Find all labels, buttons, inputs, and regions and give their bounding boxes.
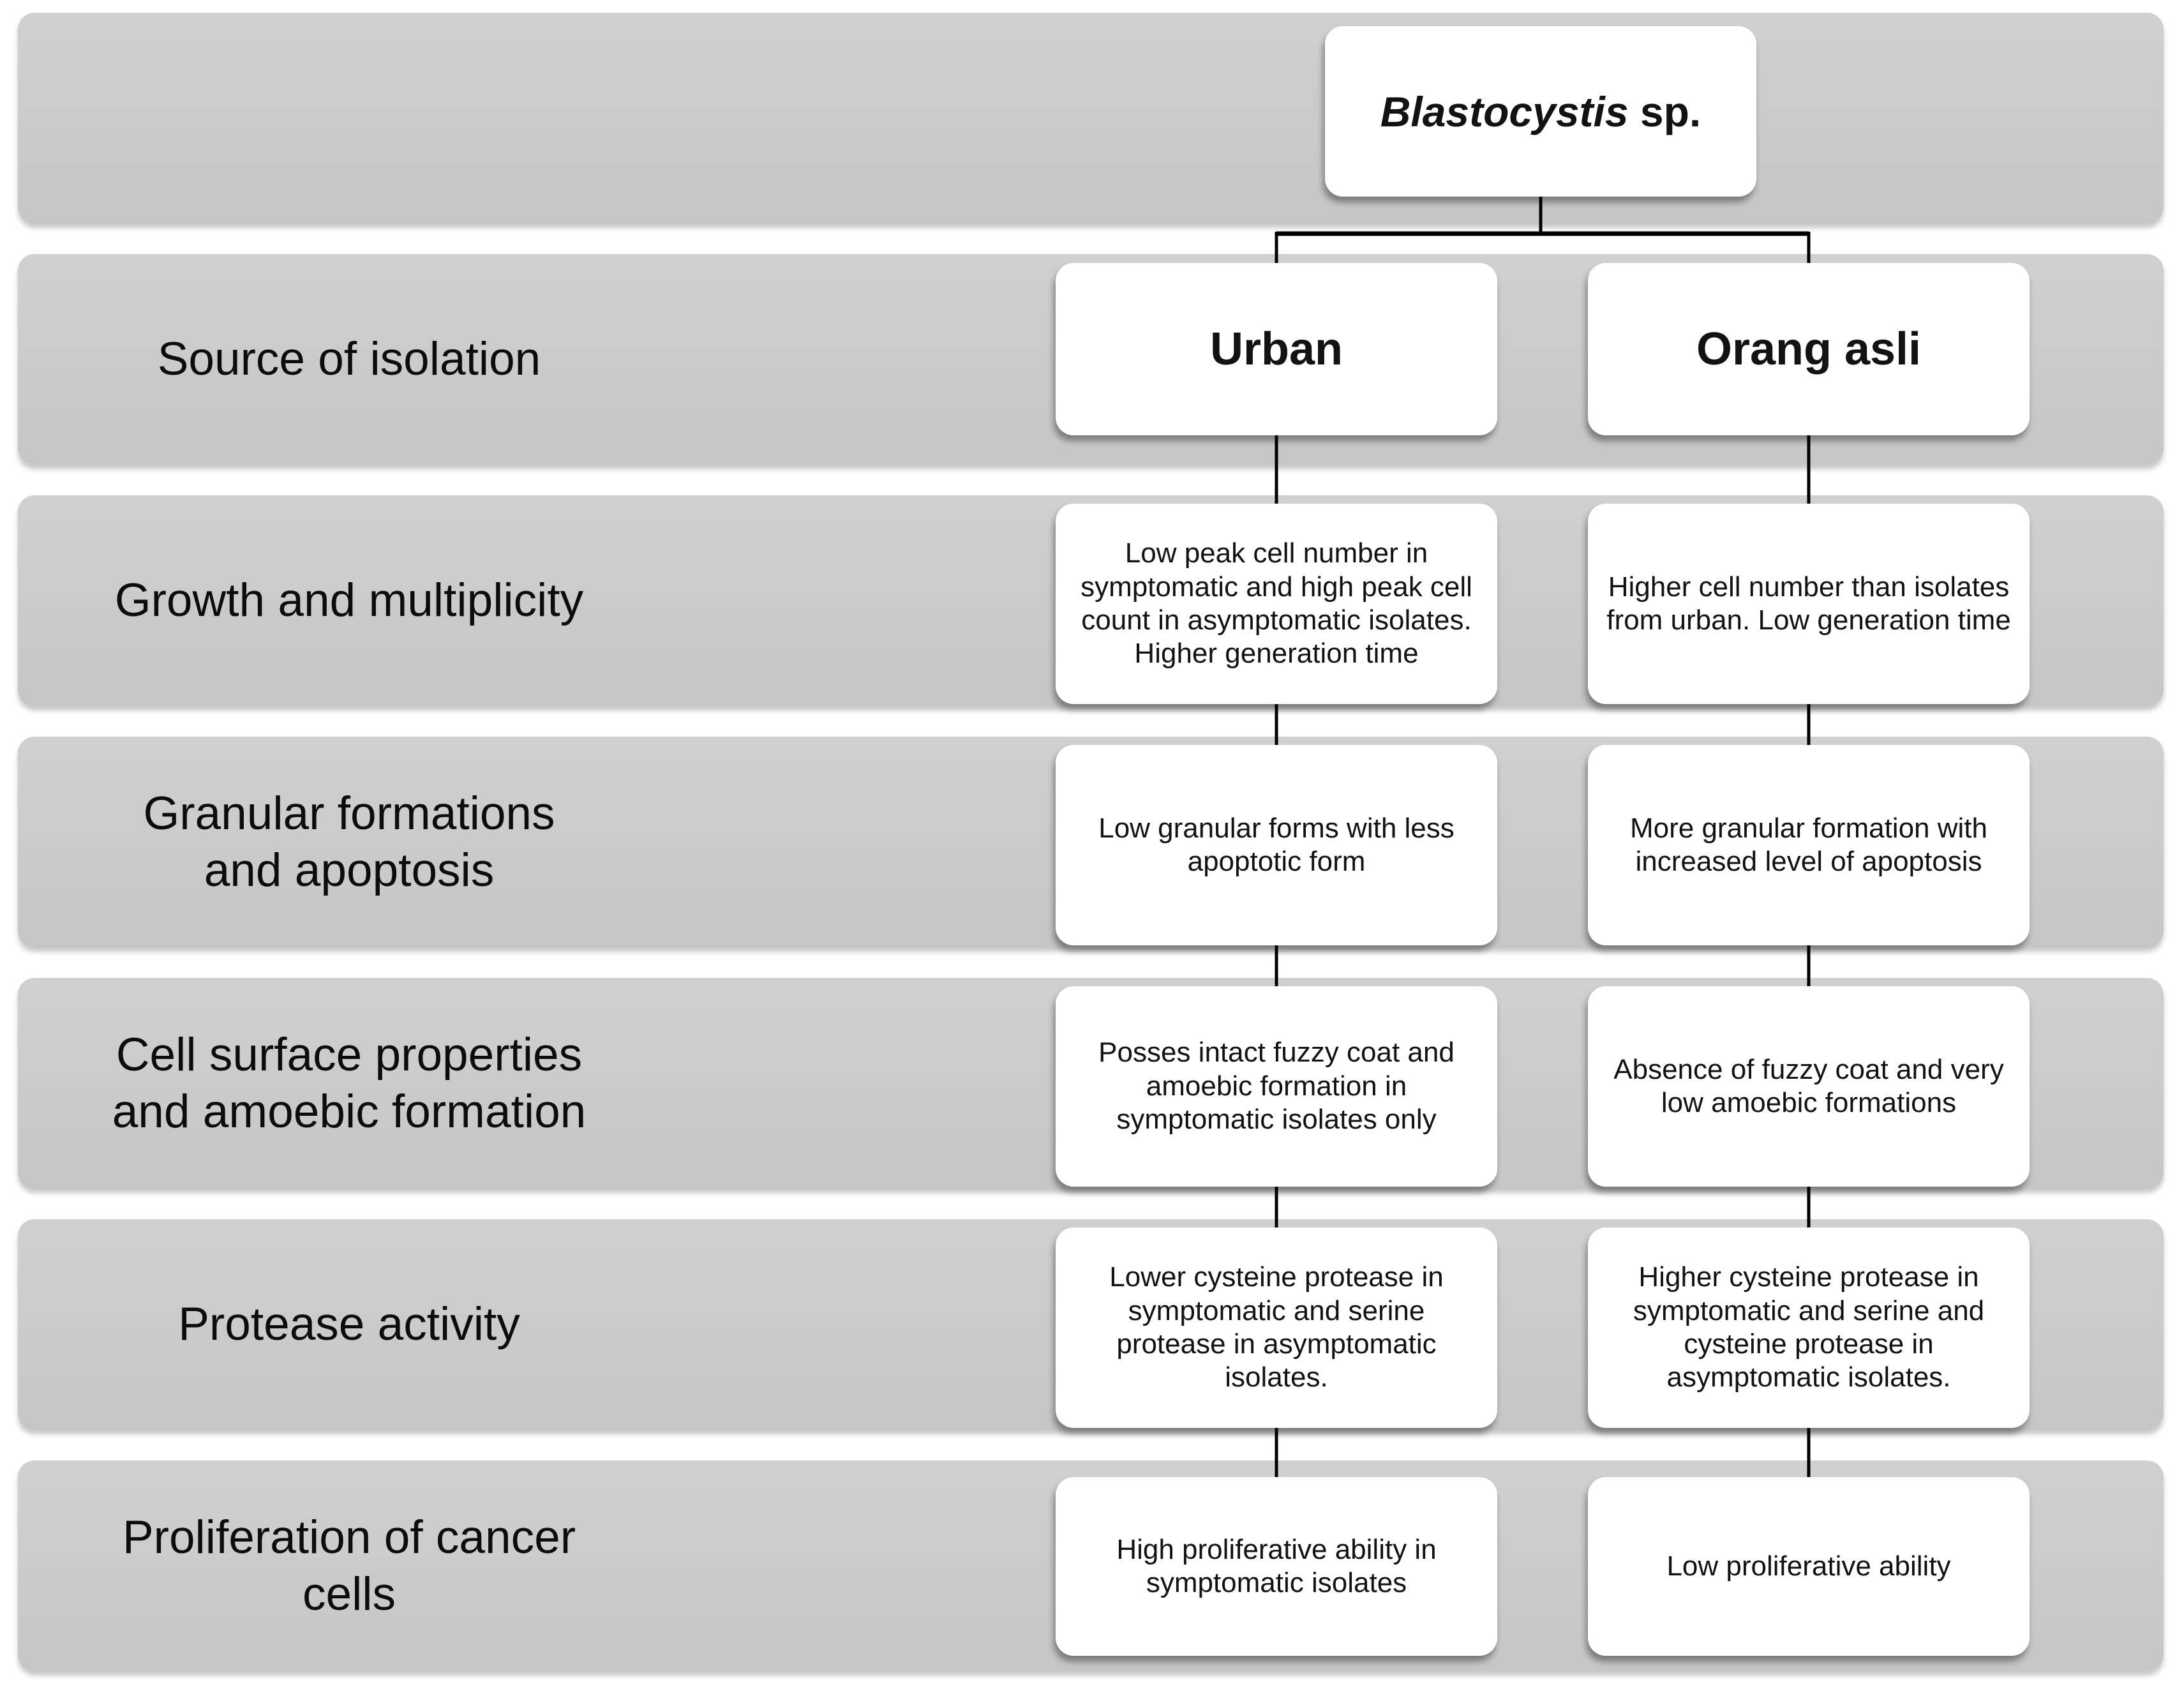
orang-asli-proliferation-box: Low proliferative ability — [1588, 1477, 2030, 1656]
column-header-urban: Urban — [1056, 263, 1497, 435]
urban-protease-box: Lower cysteine protease in symptomatic a… — [1056, 1227, 1497, 1428]
urban-cell-surface-box: Posses intact fuzzy coat and amoebic for… — [1056, 986, 1497, 1187]
row-label-source-of-isolation: Source of isolation — [157, 333, 541, 386]
band-root — [18, 13, 2164, 223]
row-label-granular-apoptosis: Granular formations and apoptosis — [143, 787, 555, 896]
row-label-proliferation-cancer: Proliferation of cancer cells — [122, 1511, 576, 1620]
urban-proliferation-box: High proliferative ability in symptomati… — [1056, 1477, 1497, 1656]
orang-asli-granular-box: More granular formation with increased l… — [1588, 745, 2030, 945]
root-box-title: Blastocystis sp. — [1380, 87, 1702, 136]
urban-granular-box: Low granular forms with less apoptotic f… — [1056, 745, 1497, 945]
orang-asli-cell-surface-box: Absence of fuzzy coat and very low amoeb… — [1588, 986, 2030, 1187]
row-label-cell-surface: Cell surface properties and amoebic form… — [112, 1028, 587, 1137]
root-species-name: Blastocystis — [1380, 87, 1629, 135]
row-label-protease-activity: Protease activity — [178, 1298, 520, 1351]
row-label-growth-multiplicity: Growth and multiplicity — [114, 574, 584, 627]
root-species-suffix: sp. — [1628, 87, 1702, 135]
orang-asli-protease-box: Higher cysteine protease in symptomatic … — [1588, 1227, 2030, 1428]
column-header-orang-asli: Orang asli — [1588, 263, 2030, 435]
root-box-blastocystis: Blastocystis sp. — [1325, 26, 1756, 197]
orang-asli-growth-box: Higher cell number than isolates from ur… — [1588, 504, 2030, 704]
urban-growth-box: Low peak cell number in symptomatic and … — [1056, 504, 1497, 704]
